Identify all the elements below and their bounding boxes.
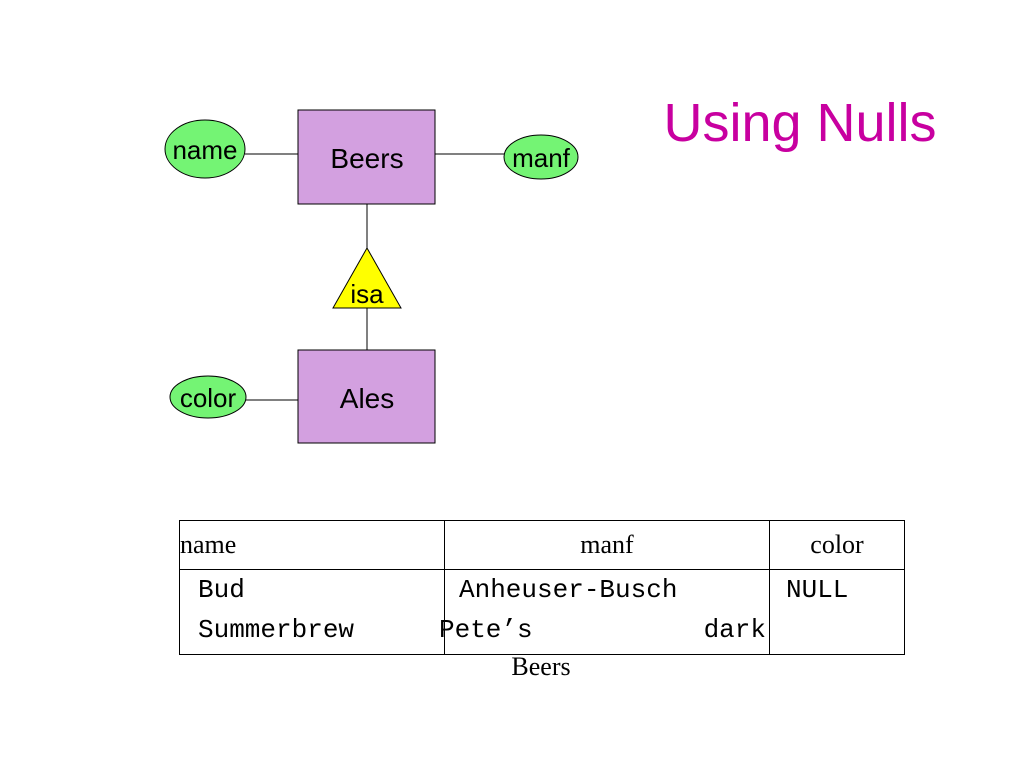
slide-title: Using Nulls [663,93,937,153]
attribute-manf[interactable]: manf [503,134,579,180]
table-cell-color-row2: dark [703,615,766,645]
entity-beers[interactable]: Beers [297,109,436,205]
attribute-name-label: name [172,135,237,165]
beers-table-container: name manf color Bud Summerbrew Anheuser-… [179,520,905,655]
header-manf: manf [444,520,770,570]
attribute-name[interactable]: name [164,119,246,179]
attribute-color[interactable]: color [169,375,247,419]
table-header-row: name manf color [179,520,905,570]
table-caption: Beers [511,652,571,681]
attribute-manf-label: manf [512,143,571,173]
table-cell-name-row1: Bud [198,575,245,605]
table-cell-color-row1: NULL [786,575,849,605]
entity-ales[interactable]: Ales [297,349,436,444]
table-body: Bud Summerbrew Anheuser-Busch Pete’s dar… [179,569,905,655]
table-cell-manf-row1: Anheuser-Busch [459,575,678,605]
manf-column-cells: Anheuser-Busch Pete’s dark [439,569,770,655]
color-column-cells: NULL [770,570,905,655]
isa-triangle[interactable]: isa [332,246,402,309]
table-cell-manf-row2: Pete’s [439,615,533,645]
table-cell-name-row2: Summerbrew [198,615,355,645]
entity-ales-label: Ales [340,383,394,414]
beers-table: name manf color Bud Summerbrew Anheuser-… [179,520,905,655]
header-color: color [769,520,905,570]
attribute-color-label: color [180,383,237,413]
isa-label: isa [350,279,384,309]
er-diagram: Beers name manf isa Ales color [164,109,579,444]
name-column-cells: Bud Summerbrew [179,569,445,655]
header-name: name [179,520,445,570]
entity-beers-label: Beers [330,143,403,174]
